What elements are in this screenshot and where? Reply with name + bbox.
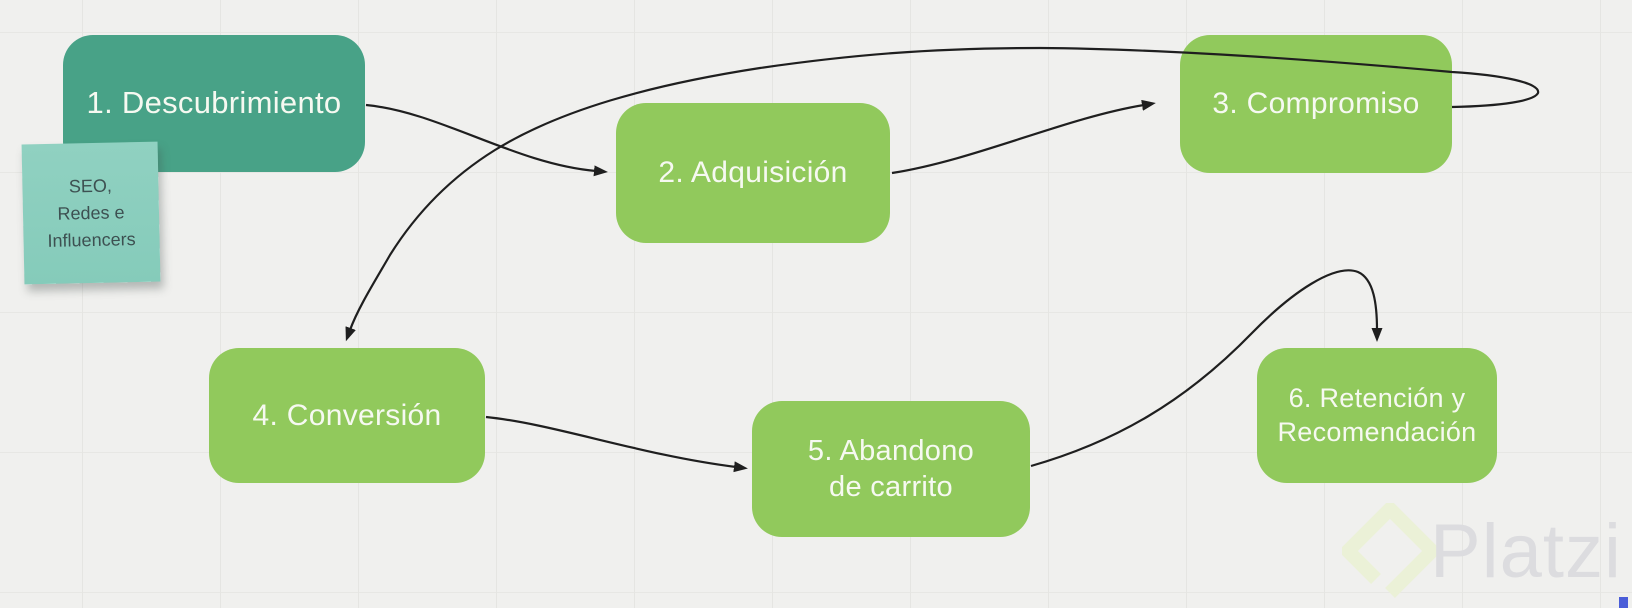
sticky-note-text: SEO, Redes e Influencers xyxy=(47,175,136,251)
node-adquisicion-label: 2. Adquisición xyxy=(658,156,848,190)
node-conversion[interactable]: 4. Conversión xyxy=(209,348,485,483)
corner-blue-fragment xyxy=(1619,597,1628,608)
sticky-note[interactable]: SEO, Redes e Influencers xyxy=(21,141,161,285)
node-compromiso[interactable]: 3. Compromiso xyxy=(1180,35,1452,173)
node-compromiso-label: 3. Compromiso xyxy=(1212,87,1420,121)
platzi-diamond-icon xyxy=(1342,503,1438,598)
edge-abandono-to-retencion[interactable] xyxy=(1030,269,1383,468)
node-conversion-label: 4. Conversión xyxy=(252,398,442,432)
node-retencion-label: 6. Retención y Recomendación xyxy=(1277,382,1477,447)
edge-compromiso-to-conversion[interactable] xyxy=(345,46,1540,342)
watermark-brand-text: Platzi xyxy=(1430,509,1622,594)
node-retencion[interactable]: 6. Retención y Recomendación xyxy=(1257,348,1497,483)
node-abandono[interactable]: 5. Abandono de carrito xyxy=(752,401,1030,537)
edge-adquisicion-to-compromiso[interactable] xyxy=(891,99,1156,175)
edge-conversion-to-abandono[interactable] xyxy=(485,415,748,473)
node-adquisicion[interactable]: 2. Adquisición xyxy=(616,103,890,243)
node-abandono-label: 5. Abandono de carrito xyxy=(807,434,975,503)
edge-descubrimiento-to-adquisicion[interactable] xyxy=(365,103,608,177)
node-descubrimiento-label: 1. Descubrimiento xyxy=(86,85,342,121)
